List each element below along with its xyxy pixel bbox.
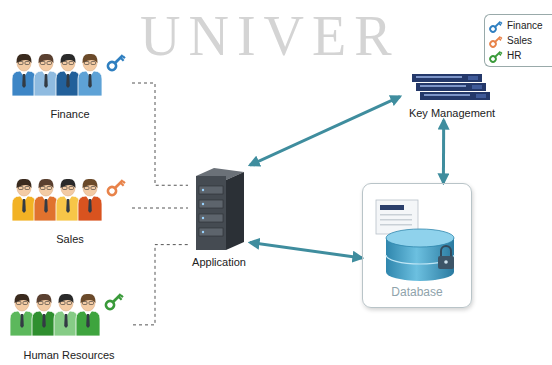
- people-group: [12, 52, 126, 96]
- arrow-connector: [250, 243, 362, 259]
- legend-box: FinanceSalesHR: [484, 14, 552, 67]
- dashed-connector: [133, 245, 188, 325]
- legend-label: Sales: [507, 35, 532, 46]
- legend-label: HR: [507, 50, 521, 61]
- person-icon: [34, 54, 58, 96]
- dashed-connector: [132, 83, 188, 185]
- legend-entry: Sales: [489, 33, 552, 48]
- person-icon: [12, 54, 36, 96]
- person-icon: [54, 294, 78, 336]
- database-box: Database: [362, 183, 472, 308]
- person-icon: [78, 54, 102, 96]
- user-group: Finance: [8, 45, 132, 121]
- legend-key-swatch: [489, 34, 505, 48]
- arrow-connector: [250, 97, 400, 166]
- person-icon: [12, 179, 36, 221]
- key-icon: [106, 177, 126, 197]
- node-label: Application: [192, 256, 246, 269]
- person-icon: [32, 294, 56, 336]
- person-icon: [78, 179, 102, 221]
- person-icon: [34, 179, 58, 221]
- legend-entry: HR: [489, 48, 552, 63]
- application-server: Application: [188, 163, 250, 269]
- node-label: Human Resources: [23, 349, 114, 362]
- watermark: UNIVER: [140, 4, 400, 68]
- dashed-connector: [132, 208, 188, 209]
- node-label: Sales: [56, 233, 84, 246]
- key-server-rack: [412, 74, 490, 100]
- person-icon: [76, 294, 100, 336]
- key-icon: [489, 19, 503, 33]
- legend-key-swatch: [489, 19, 505, 33]
- key-icon: [489, 49, 503, 63]
- user-group: Human Resources: [5, 283, 133, 362]
- person-icon: [10, 294, 34, 336]
- node-label: Database: [391, 286, 442, 299]
- person-icon: [56, 54, 80, 96]
- key-management: Key Management: [400, 68, 504, 120]
- arrow-connector: [442, 120, 445, 183]
- database-icon: [376, 200, 454, 281]
- node-label: Key Management: [409, 107, 495, 120]
- legend-label: Finance: [507, 20, 543, 31]
- key-icon: [106, 52, 126, 72]
- key-icon: [489, 34, 503, 48]
- server-icon: [196, 168, 244, 250]
- user-group: Sales: [8, 170, 132, 246]
- legend-entry: Finance: [489, 18, 552, 33]
- node-label: Finance: [50, 108, 89, 121]
- legend-key-swatch: [489, 49, 505, 63]
- person-icon: [56, 179, 80, 221]
- people-group: [10, 291, 124, 336]
- people-group: [12, 177, 126, 221]
- key-icon: [104, 291, 124, 311]
